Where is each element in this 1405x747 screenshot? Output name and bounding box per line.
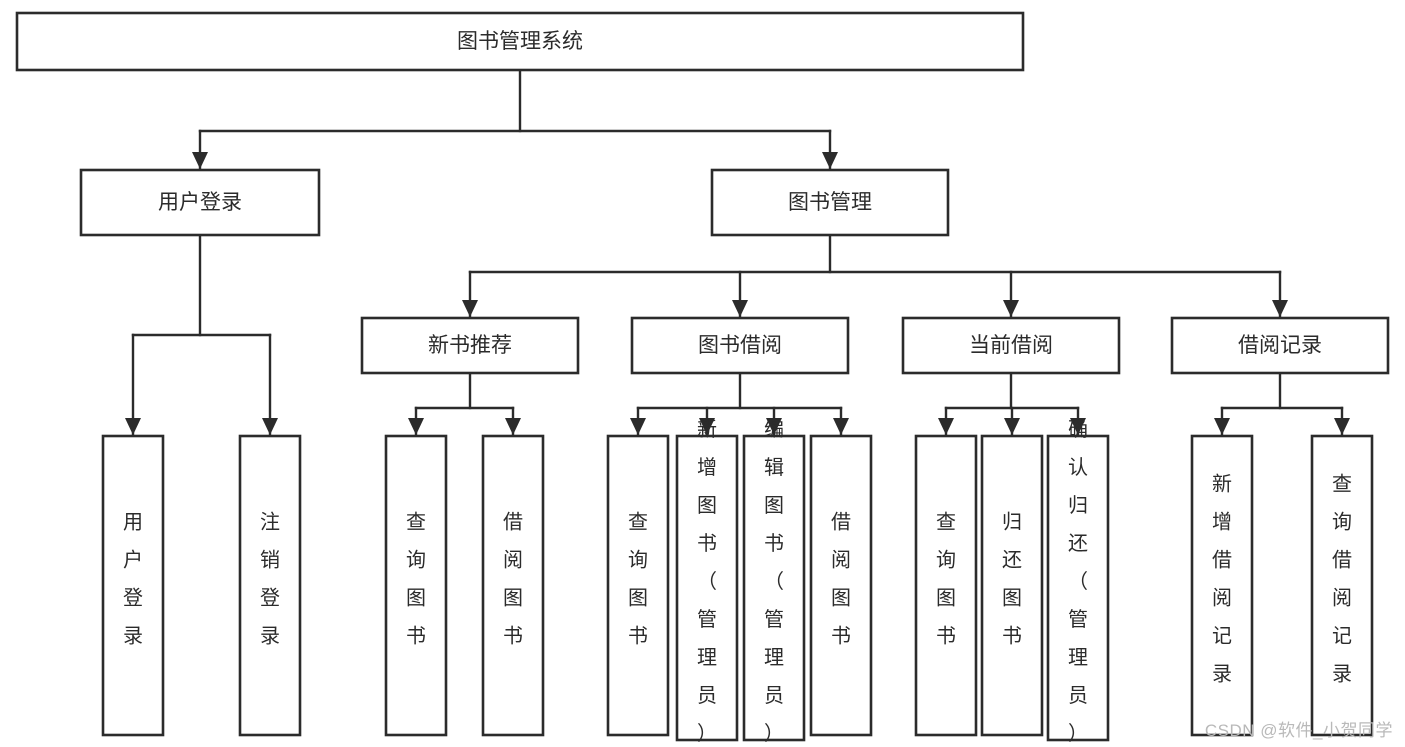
node-label: 借阅图书 — [503, 511, 523, 648]
arrow-head-icon — [1214, 418, 1230, 435]
connector-group — [408, 371, 521, 436]
node-leaf-注销登录-1[interactable]: 注销登录 — [238, 434, 302, 737]
arrow-head-icon — [408, 418, 424, 435]
node-box — [675, 434, 739, 742]
node-label: 新增借阅记录 — [1212, 473, 1232, 686]
node-box — [809, 434, 873, 737]
arrow-head-icon — [766, 418, 782, 435]
arrow-head-icon — [732, 300, 748, 317]
node-box — [238, 434, 302, 737]
node-label: 查询图书 — [628, 511, 648, 648]
connector-group — [630, 371, 849, 436]
node-box — [15, 11, 1025, 72]
node-label: 当前借阅 — [969, 334, 1053, 357]
node-leaf-查询图书-4[interactable]: 查询图书 — [606, 434, 670, 737]
arrow-head-icon — [1004, 418, 1020, 435]
node-level2-用户登录[interactable]: 用户登录 — [79, 168, 321, 237]
node-box — [630, 316, 850, 375]
arrow-head-icon — [1003, 300, 1019, 317]
arrow-head-icon — [699, 418, 715, 435]
node-level3-借阅记录[interactable]: 借阅记录 — [1170, 316, 1390, 375]
node-leaf-查询借阅记录-12[interactable]: 查询借阅记录 — [1310, 434, 1374, 737]
node-root-图书管理系统[interactable]: 图书管理系统 — [15, 11, 1025, 72]
node-label: 归还图书 — [1002, 511, 1022, 648]
node-level2-图书管理[interactable]: 图书管理 — [710, 168, 950, 237]
node-level3-当前借阅[interactable]: 当前借阅 — [901, 316, 1121, 375]
node-label: 借阅记录 — [1238, 334, 1322, 357]
arrow-head-icon — [462, 300, 478, 317]
node-leaf-借阅图书-7[interactable]: 借阅图书 — [809, 434, 873, 737]
node-box — [1046, 434, 1110, 742]
node-level3-图书借阅[interactable]: 图书借阅 — [630, 316, 850, 375]
node-box — [481, 434, 545, 737]
node-box — [980, 434, 1044, 737]
node-box — [914, 434, 978, 737]
node-leaf-借阅图书-3[interactable]: 借阅图书 — [481, 434, 545, 737]
node-level3-新书推荐[interactable]: 新书推荐 — [360, 316, 580, 375]
node-box — [1190, 434, 1254, 737]
node-label: 图书管理 — [788, 191, 872, 214]
arrow-head-icon — [822, 152, 838, 169]
node-box — [1170, 316, 1390, 375]
node-box — [360, 316, 580, 375]
arrow-head-icon — [262, 418, 278, 435]
node-label: 查询借阅记录 — [1332, 473, 1352, 686]
node-leaf-查询图书-2[interactable]: 查询图书 — [384, 434, 448, 737]
arrow-head-icon — [1070, 418, 1086, 435]
arrow-head-icon — [125, 418, 141, 435]
connector-group — [938, 371, 1086, 436]
connector-group — [1214, 371, 1350, 436]
arrow-head-icon — [192, 152, 208, 169]
node-label: 图书管理系统 — [457, 30, 583, 53]
arrow-head-icon — [938, 418, 954, 435]
connector-group — [462, 233, 1288, 318]
arrow-head-icon — [630, 418, 646, 435]
node-leaf-编辑图书管理员-6[interactable]: 编辑图书（管理员） — [742, 418, 806, 745]
node-box — [79, 168, 321, 237]
node-leaf-用户登录-0[interactable]: 用户登录 — [101, 434, 165, 737]
nodes-layer: 图书管理系统用户登录图书管理新书推荐图书借阅当前借阅借阅记录用户登录注销登录查询… — [15, 11, 1390, 745]
node-label: 用户登录 — [123, 512, 143, 648]
arrow-head-icon — [1272, 300, 1288, 317]
node-box — [606, 434, 670, 737]
node-box — [742, 434, 806, 742]
node-box — [710, 168, 950, 237]
node-box — [101, 434, 165, 737]
node-label: 图书借阅 — [698, 334, 782, 357]
node-leaf-归还图书-9[interactable]: 归还图书 — [980, 434, 1044, 737]
node-label: 确认归还（管理员） — [1068, 418, 1088, 745]
node-leaf-新增借阅记录-11[interactable]: 新增借阅记录 — [1190, 434, 1254, 737]
connectors-layer — [125, 68, 1350, 436]
node-label: 编辑图书（管理员） — [764, 418, 784, 745]
node-label: 查询图书 — [406, 511, 426, 648]
connector-group — [192, 68, 838, 170]
connector-group — [125, 233, 278, 436]
node-label: 借阅图书 — [831, 511, 851, 648]
node-box — [1310, 434, 1374, 737]
arrow-head-icon — [505, 418, 521, 435]
node-label: 新书推荐 — [428, 334, 512, 357]
node-box — [384, 434, 448, 737]
node-label: 查询图书 — [936, 511, 956, 648]
node-leaf-新增图书管理员-5[interactable]: 新增图书（管理员） — [675, 418, 739, 745]
arrow-head-icon — [833, 418, 849, 435]
node-label: 用户登录 — [158, 191, 242, 214]
node-leaf-查询图书-8[interactable]: 查询图书 — [914, 434, 978, 737]
arrow-head-icon — [1334, 418, 1350, 435]
node-label: 新增图书（管理员） — [697, 418, 717, 745]
node-label: 注销登录 — [260, 511, 280, 648]
node-box — [901, 316, 1121, 375]
node-leaf-确认归还管理员-10[interactable]: 确认归还（管理员） — [1046, 418, 1110, 745]
